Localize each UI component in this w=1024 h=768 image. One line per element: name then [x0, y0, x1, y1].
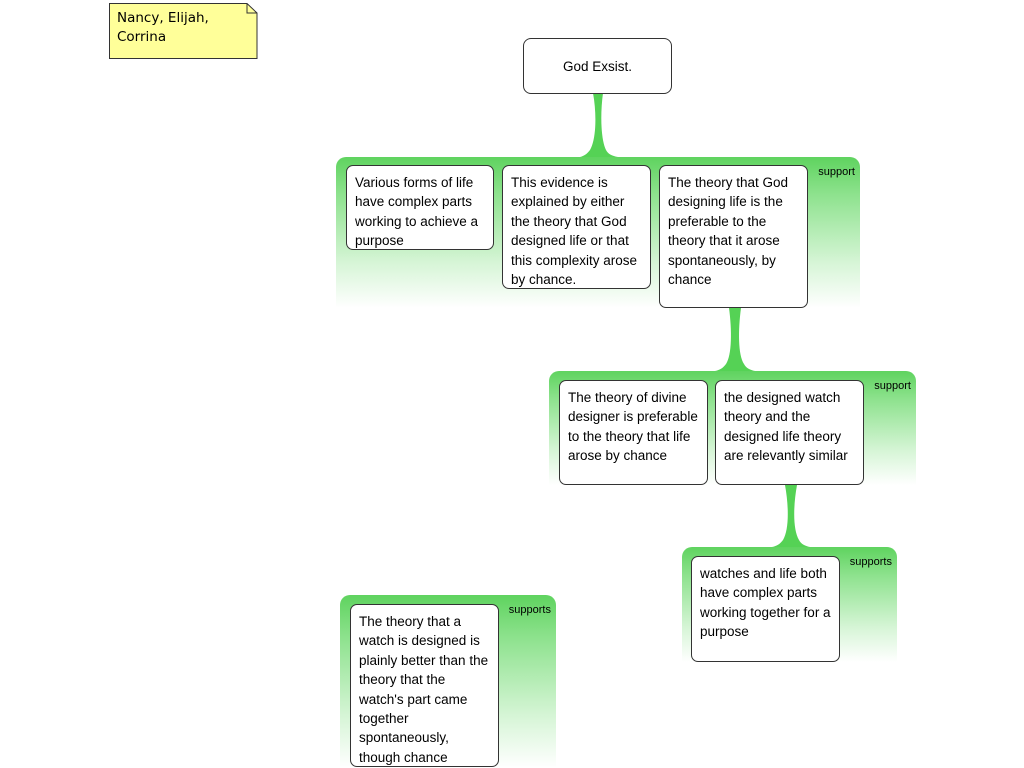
sticky-note-shape: [109, 3, 258, 59]
premise-box-6[interactable]: watches and life both have complex parts…: [691, 556, 840, 662]
premise-text: watches and life both have complex parts…: [700, 566, 831, 640]
premise-text: The theory that God designing life is th…: [668, 175, 789, 288]
main-claim-box[interactable]: God Exsist.: [523, 38, 672, 94]
group-label: support: [874, 380, 911, 392]
premise-text: This evidence is explained by either the…: [511, 175, 638, 288]
support-group-3[interactable]: supports watches and life both have comp…: [682, 547, 897, 662]
premise-box-3[interactable]: The theory that God designing life is th…: [659, 165, 808, 308]
premise-box-5[interactable]: the designed watch theory and the design…: [715, 380, 864, 485]
support-group-1[interactable]: support Various forms of life have compl…: [336, 157, 860, 308]
premise-box-1[interactable]: Various forms of life have complex parts…: [346, 165, 494, 250]
group-label: supports: [508, 604, 551, 616]
premise-box-2[interactable]: This evidence is explained by either the…: [502, 165, 651, 289]
main-claim-text: God Exsist.: [562, 58, 633, 74]
premise-box-4[interactable]: The theory of divine designer is prefera…: [559, 380, 708, 485]
note-text: Nancy, Elijah, Corrina: [117, 10, 209, 45]
group-label: support: [818, 166, 855, 178]
connector-group-1-to-group-2: [715, 308, 755, 371]
support-group-2[interactable]: support The theory of divine designer is…: [549, 371, 916, 485]
sticky-note[interactable]: Nancy, Elijah, Corrina: [109, 3, 258, 59]
premise-text: The theory of divine designer is prefera…: [568, 390, 698, 464]
connector-group-2-to-group-3: [772, 485, 810, 547]
premise-text: The theory that a watch is designed is p…: [359, 614, 489, 765]
premise-text: Various forms of life have complex parts…: [355, 175, 479, 249]
connector-root-to-group-1: [580, 93, 618, 157]
premise-text: the designed watch theory and the design…: [724, 390, 848, 464]
premise-box-7[interactable]: The theory that a watch is designed is p…: [350, 604, 499, 767]
support-group-4[interactable]: supports The theory that a watch is desi…: [340, 595, 556, 768]
group-label: supports: [849, 556, 892, 568]
